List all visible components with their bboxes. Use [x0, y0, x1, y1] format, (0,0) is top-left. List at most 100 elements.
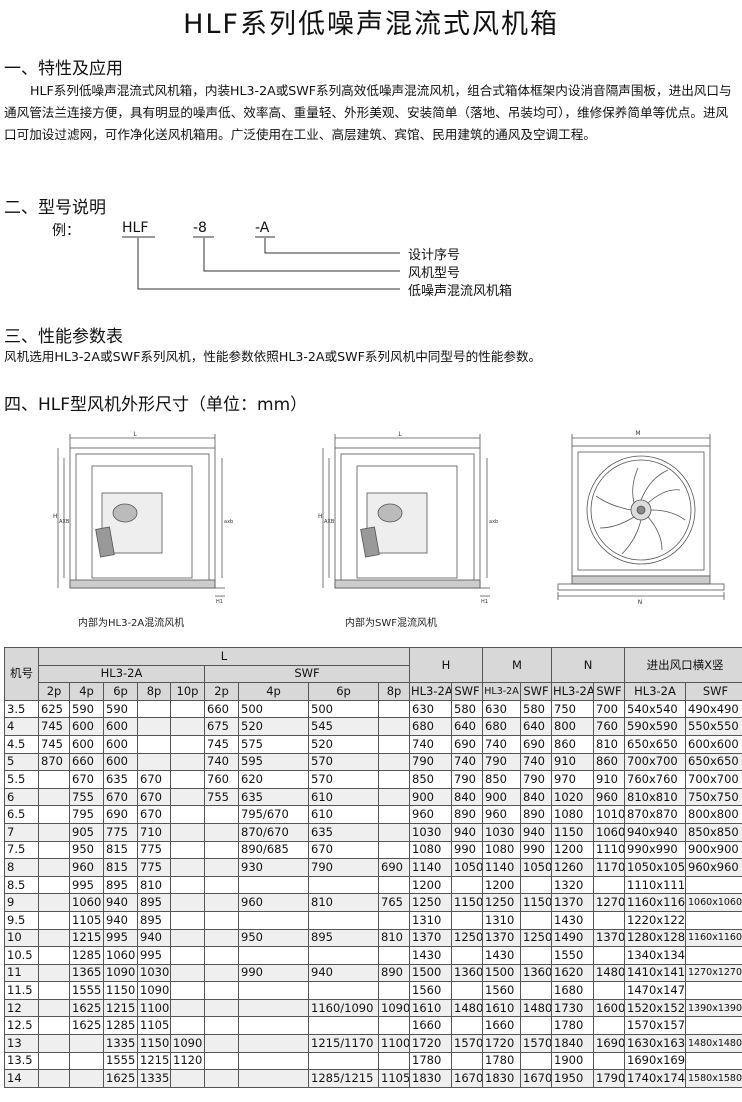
- table-cell: [170, 981, 205, 1000]
- caption-swf: 内部为SWF混流风机: [345, 618, 437, 629]
- table-cell: 600: [103, 752, 138, 772]
- table-cell: 1690x1690: [624, 1051, 687, 1071]
- dim-M: M: [635, 430, 640, 437]
- section-3-text: 风机选用HL3-2A或SWF系列风机，性能参数依照HL3-2A或SWF系列风机中…: [4, 349, 542, 364]
- table-cell: 1790: [592, 1069, 626, 1088]
- table-cell: 1410x1410: [624, 963, 687, 983]
- table-cell: 1250: [409, 893, 452, 912]
- table-cell: 1090: [103, 963, 138, 983]
- table-cell: [685, 875, 742, 895]
- table-cell: [378, 1051, 410, 1071]
- table-cell: 660: [204, 699, 239, 719]
- table-cell: 600x600: [685, 734, 742, 754]
- table-cell: 1080: [409, 840, 452, 860]
- table-cell: 970: [551, 770, 594, 789]
- table-cell: 1360: [451, 963, 483, 983]
- table-cell: 760: [204, 770, 239, 789]
- table-cell: 670: [137, 805, 171, 824]
- table-cell: 850x850: [685, 822, 742, 842]
- table-cell: 1360: [520, 963, 552, 983]
- header-hl3: HL3-2A: [38, 664, 205, 684]
- table-cell: 1780: [409, 1051, 452, 1071]
- table-cell: 850: [409, 770, 452, 789]
- header-N-swf: SWF: [592, 682, 626, 701]
- table-cell: 590x590: [624, 717, 687, 736]
- table-cell: 960: [238, 893, 309, 912]
- table-cell: [451, 946, 483, 965]
- table-cell: 690: [378, 858, 410, 877]
- table-cell: [520, 1051, 552, 1071]
- table-cell: 1150: [520, 893, 552, 912]
- table-cell: 750: [551, 699, 594, 719]
- table-cell: 1100: [378, 1034, 410, 1053]
- dim-H1: H1: [216, 599, 223, 605]
- table-cell: 775: [103, 822, 138, 842]
- table-cell: 1100: [137, 998, 171, 1018]
- model-number-cell: 4: [4, 717, 39, 736]
- table-cell: [170, 787, 205, 807]
- section-4-heading: 四、HLF型风机外形尺寸（单位：mm）: [4, 395, 308, 415]
- table-cell: 800: [551, 717, 594, 736]
- table-cell: 1310: [482, 910, 521, 930]
- table-cell: [308, 1016, 379, 1036]
- table-cell: [204, 946, 239, 965]
- table-cell: 1370: [551, 893, 594, 912]
- table-cell: 900: [482, 787, 521, 807]
- table-row: 8.59958958101200120013201110x111050: [4, 875, 742, 895]
- table-cell: 940: [451, 822, 483, 842]
- table-cell: 1370: [409, 928, 452, 948]
- table-cell: 1215: [69, 928, 104, 948]
- table-cell: 790: [482, 752, 521, 772]
- table-cell: 1740x1740: [624, 1069, 687, 1088]
- page-title: HLF系列低噪声混流式风机箱: [183, 9, 559, 40]
- table-cell: 895: [137, 893, 171, 912]
- table-cell: 1620: [551, 963, 594, 983]
- table-cell: 775: [137, 858, 171, 877]
- table-cell: 1200: [551, 840, 594, 860]
- table-row: 11.51555115010901560156016801470x147080: [4, 981, 742, 1000]
- table-cell: [38, 928, 70, 948]
- table-cell: 1110: [592, 840, 626, 860]
- table-cell: 775: [137, 840, 171, 860]
- model-code-prefix: HLF: [122, 220, 149, 236]
- model-callout-lines: [122, 236, 400, 290]
- table-cell: 1560: [482, 981, 521, 1000]
- table-cell: 1555: [69, 981, 104, 1000]
- table-cell: 1500: [482, 963, 521, 983]
- table-cell: 1220x1220: [624, 910, 687, 930]
- table-cell: [378, 770, 410, 789]
- table-cell: 1550: [551, 946, 594, 965]
- table-cell: 815: [103, 858, 138, 877]
- model-number-cell: 7: [4, 822, 39, 842]
- table-cell: 800x800: [685, 805, 742, 824]
- table-cell: 1390x1390: [685, 998, 742, 1018]
- table-cell: 1320: [551, 875, 594, 895]
- table-cell: 1160/1090: [308, 998, 379, 1018]
- table-cell: [238, 875, 309, 895]
- table-cell: 670: [308, 840, 379, 860]
- table-row: 9.511059408951310131014301220x122050: [4, 910, 742, 930]
- table-cell: 990: [520, 840, 552, 860]
- table-cell: [451, 981, 483, 1000]
- table-row: 13.51555121511201780178019001690x169080: [4, 1051, 742, 1071]
- table-cell: 1120: [170, 1051, 205, 1071]
- model-number-cell: 6: [4, 787, 39, 807]
- header-swf-4p: 4p: [238, 682, 309, 701]
- table-cell: 750x750: [685, 787, 742, 807]
- table-cell: 1950: [551, 1069, 594, 1088]
- table-cell: [170, 1016, 205, 1036]
- table-cell: 1610: [409, 998, 452, 1018]
- model-number-cell: 5: [4, 752, 39, 772]
- table-cell: 1370: [592, 928, 626, 948]
- table-cell: [451, 1051, 483, 1071]
- table-cell: 950: [238, 928, 309, 948]
- table-cell: 1730: [551, 998, 594, 1018]
- table-cell: [238, 1069, 309, 1088]
- table-cell: [204, 1069, 239, 1088]
